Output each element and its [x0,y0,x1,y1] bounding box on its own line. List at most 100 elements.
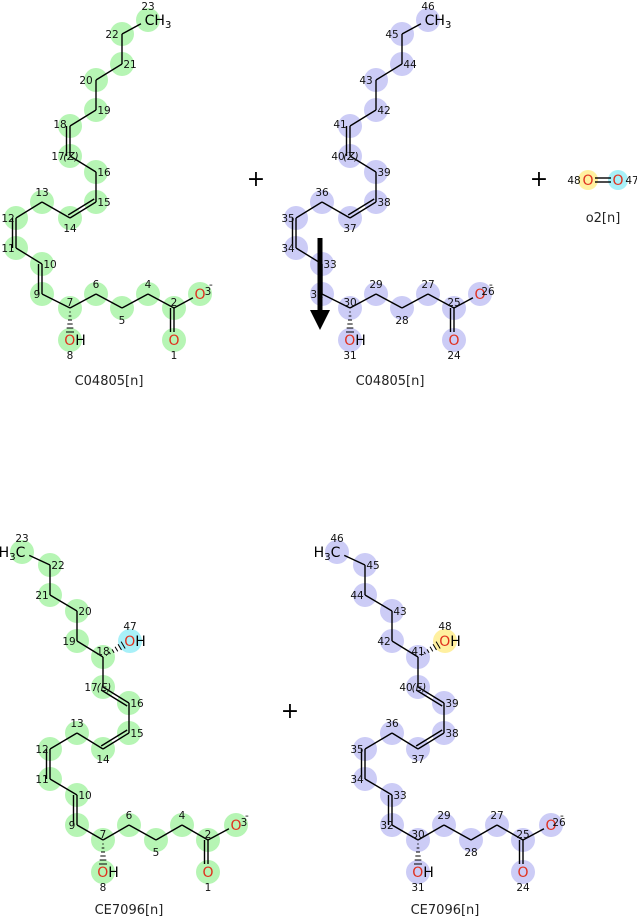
atom-highlight [578,170,598,190]
atom-number: 4 [179,810,186,822]
atom-number: 33 [393,790,406,802]
atom-symbol: O [517,865,528,881]
bond [121,293,149,309]
atom-number: 43 [393,606,406,618]
bond [364,778,393,796]
plus-sign-2: + [530,167,548,192]
bond [364,732,393,750]
bond [155,824,183,841]
atom-number: 2 [205,829,212,841]
atom-number: 16 [97,167,111,179]
hashed-wedge-bond [414,843,422,865]
atom-highlight [136,8,160,32]
atom-number: 17 [51,151,64,163]
bond [121,23,142,35]
atom-number: 29 [437,810,450,822]
atom-highlight [442,328,466,352]
bond [401,23,422,35]
atom-number: 38 [377,197,390,209]
bond [28,554,51,566]
bond [41,293,71,309]
atom-symbol: O [448,333,459,349]
atom-number: 48 [567,175,580,187]
atom-number: 27 [490,810,503,822]
atom-symbol: OH [97,865,119,881]
atom-symbol: O [194,287,205,303]
atom-number: 44 [350,590,364,602]
atom-number: 45 [366,560,379,572]
atom-highlight [188,282,212,306]
atom-symbol: O [202,865,213,881]
atom-number: 21 [35,590,48,602]
atom-number: 10 [43,259,56,271]
bond [181,824,209,841]
atom-symbol: H3C [0,545,26,563]
stereo-label: (Z) [343,151,358,163]
atom-number: 19 [62,636,75,648]
atom-symbol: OH [344,333,366,349]
bond [349,293,377,309]
bond [49,778,78,796]
bond [375,63,403,81]
atom-number: 23 [15,533,28,545]
atom-number: 34 [281,243,295,255]
atom-symbol: O [582,173,593,189]
stereo-label: (E) [97,682,112,694]
reaction-arrow [310,238,330,330]
atom-number: 25 [516,829,529,841]
charge-sign: - [560,810,564,822]
atom-number: 1 [171,350,178,362]
bond-layer [11,23,611,865]
atom-highlight [416,8,440,32]
bond [417,732,445,750]
atom-number: 9 [34,289,41,301]
bond [173,297,194,309]
atom-number: 4 [145,279,152,291]
atom-number: 21 [123,59,136,71]
bond [364,594,393,612]
atom-number: 47 [123,621,136,633]
bond [343,554,366,566]
atom-symbol: O [612,173,623,189]
atom-highlight [196,860,220,884]
bond [375,293,403,309]
atom-number: 36 [385,718,399,730]
atom-number: 11 [1,243,14,255]
atom-symbol: O [474,287,485,303]
atom-number: 33 [323,259,336,271]
molecule-name-1: C04805[n] [75,374,144,389]
atom-number: 15 [130,728,143,740]
atom-number: 2 [171,297,178,309]
atom-highlight [58,328,82,352]
atom-number: 31 [411,882,424,894]
molecule-name-3: o2[n] [586,211,621,226]
atom-number: 18 [96,646,109,658]
atom-number: 24 [447,350,461,362]
atom-number: 22 [51,560,64,572]
bond [349,201,377,219]
atom-number: 42 [377,105,390,117]
bond [417,824,445,841]
bond [496,824,524,841]
bond [391,824,419,841]
atom-number: 29 [369,279,382,291]
molecule-name-5: CE7096[n] [411,903,480,918]
atom-number: 14 [96,754,110,766]
atom-number: 8 [100,882,107,894]
atom-highlight [539,813,563,837]
atom-number: 30 [343,297,356,309]
molecule-name-2: C04805[n] [356,374,425,389]
atom-number: 3 [241,817,248,829]
hashed-wedge-bond [420,641,441,656]
bond [41,201,71,219]
bond [95,63,123,81]
atom-highlight [325,540,349,564]
atom-number: 6 [126,810,133,822]
atom-number: 13 [70,718,83,730]
bond [207,828,230,841]
bond [102,686,130,704]
atom-number: 31 [343,350,356,362]
hashed-wedge-bond [99,843,107,865]
